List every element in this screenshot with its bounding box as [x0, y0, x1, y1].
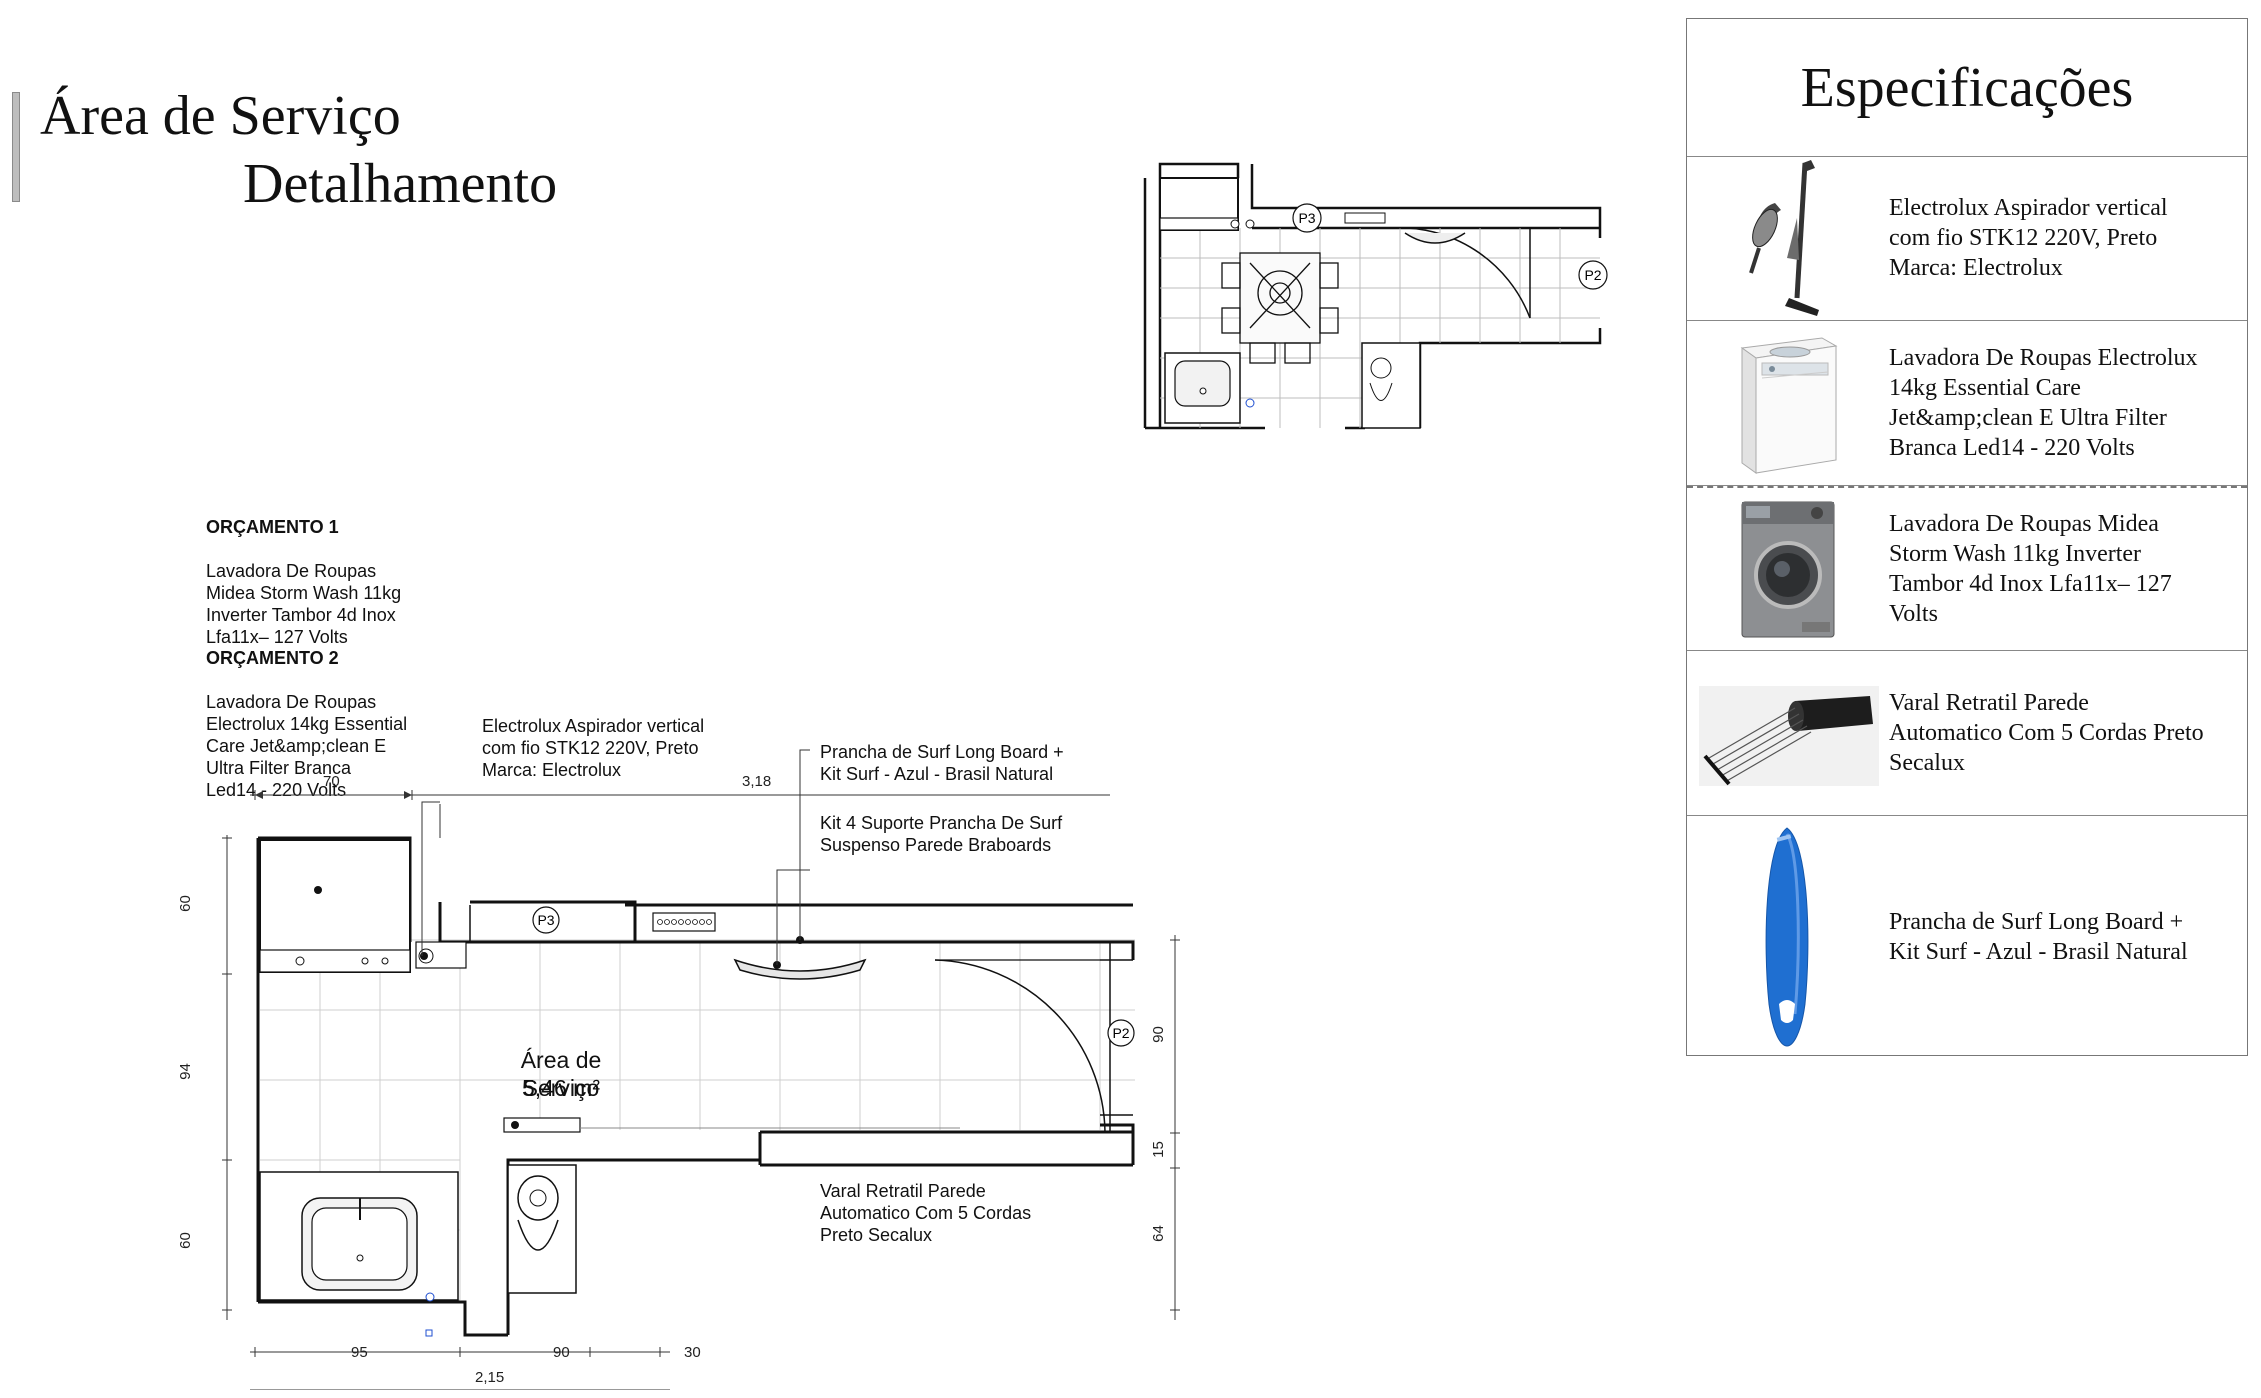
- tag-p2: P2: [1112, 1025, 1129, 1041]
- floor-plan: P3 P2: [222, 749, 1180, 1390]
- page-title: Área de Serviço: [40, 85, 401, 147]
- label-vacuum: Electrolux Aspirador vertical com fio ST…: [482, 716, 705, 780]
- key-plan-tag-p2: P2: [1584, 267, 1601, 283]
- budget-2-title: ORÇAMENTO 2: [206, 648, 339, 668]
- specs-heading: Especificações: [1687, 19, 2247, 157]
- dim-right-15: 15: [1149, 1141, 1167, 1158]
- dim-bottom-215: 2,15: [475, 1369, 505, 1386]
- budget-1-text: Lavadora De Roupas Midea Storm Wash 11kg…: [206, 561, 402, 647]
- door-swing: [934, 959, 1106, 1133]
- spec-text-washer-midea: Lavadora De Roupas Midea Storm Wash 11kg…: [1889, 511, 2172, 627]
- surf-support-symbol: [733, 958, 867, 980]
- dim-bottom-95: 95: [351, 1344, 368, 1361]
- clothesline-icon: [1695, 651, 1879, 815]
- dim-bottom-90: 90: [553, 1344, 570, 1361]
- spec-row-washer-midea: Lavadora De Roupas Midea Storm Wash 11kg…: [1687, 486, 2247, 651]
- spec-text-washer-electrolux: Lavadora De Roupas Electrolux 14kg Essen…: [1889, 345, 2198, 461]
- tag-p3: P3: [537, 912, 554, 928]
- label-clothesline: Varal Retratil Parede Automatico Com 5 C…: [820, 1181, 1032, 1245]
- title-accent-bar: [12, 92, 20, 202]
- spec-row-washer-electrolux: Lavadora De Roupas Electrolux 14kg Essen…: [1687, 321, 2247, 486]
- front-load-washer-icon: [1695, 488, 1879, 650]
- top-load-washer-icon: [1695, 321, 1879, 485]
- budget-1: ORÇAMENTO 1 Lavadora De Roupas Midea Sto…: [206, 494, 401, 648]
- spec-text-clothesline: Varal Retratil Parede Automatico Com 5 C…: [1889, 690, 2204, 776]
- dim-right-90: 90: [1149, 1026, 1167, 1043]
- label-surfboard: Prancha de Surf Long Board + Kit Surf - …: [820, 742, 1064, 784]
- spec-text-surfboard: Prancha de Surf Long Board + Kit Surf - …: [1889, 908, 2188, 965]
- key-plan: P3 P2: [1143, 162, 1608, 430]
- key-plan-tag-p3: P3: [1298, 210, 1315, 226]
- dim-top-70: 70: [323, 773, 340, 790]
- spec-row-surfboard: Prancha de Surf Long Board + Kit Surf - …: [1687, 816, 2247, 1057]
- room-area: 5,46 m²: [522, 1075, 600, 1101]
- specs-panel: Especificações Electrolux Aspirador vert…: [1686, 18, 2248, 1056]
- surfboard-icon: [1695, 816, 1879, 1057]
- spec-text-vacuum: Electrolux Aspirador vertical com fio ST…: [1889, 195, 2168, 281]
- room-name: Área de Serviço: [520, 1047, 602, 1101]
- spec-row-vacuum: Electrolux Aspirador vertical com fio ST…: [1687, 156, 2247, 321]
- vacuum-icon: [1695, 156, 1879, 320]
- spec-row-clothesline: Varal Retratil Parede Automatico Com 5 C…: [1687, 651, 2247, 816]
- dim-top-318: 3,18: [742, 773, 772, 790]
- dim-left-94: 94: [176, 1063, 194, 1080]
- vacuum-symbol: [415, 941, 467, 969]
- label-surf-support: Kit 4 Suporte Prancha De Surf Suspenso P…: [820, 813, 1063, 855]
- page-subtitle: Detalhamento: [243, 153, 558, 215]
- dim-left-60a: 60: [176, 895, 194, 912]
- dim-right-64: 64: [1149, 1225, 1167, 1242]
- budget-1-title: ORÇAMENTO 1: [206, 517, 339, 537]
- dim-left-60b: 60: [176, 1232, 194, 1249]
- dim-bottom-30: 30: [684, 1344, 701, 1361]
